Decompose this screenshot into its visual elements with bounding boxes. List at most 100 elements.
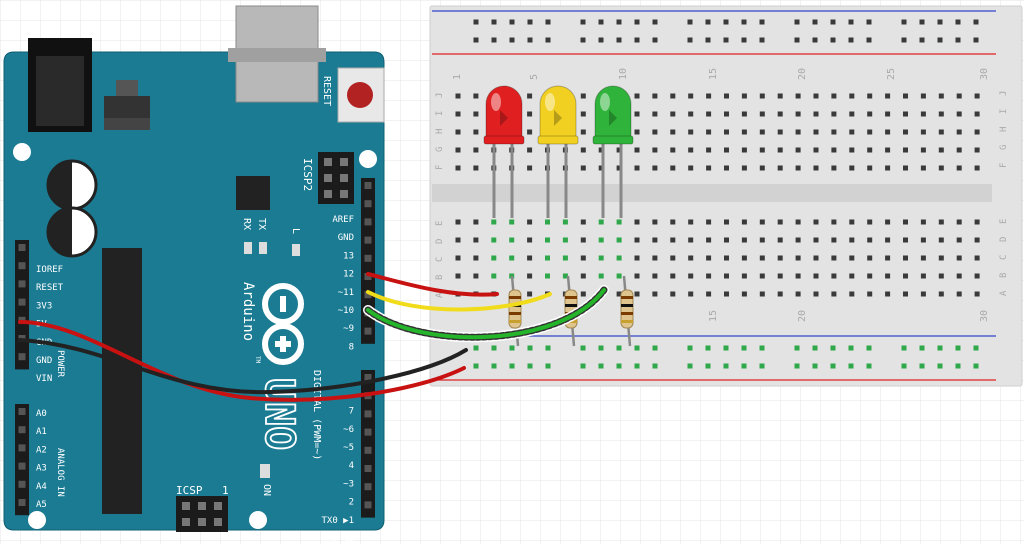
breadboard-hole	[849, 147, 855, 153]
row-letter-i-right: I	[999, 109, 1009, 114]
breadboard-hole	[795, 93, 801, 99]
breadboard-hole	[938, 129, 944, 135]
breadboard-hole	[867, 111, 873, 117]
breadboard-hole	[938, 93, 944, 99]
breadboard-hole	[688, 219, 694, 225]
pin-label: 4	[349, 461, 354, 471]
header-pin	[214, 518, 222, 526]
breadboard-hole	[956, 219, 962, 225]
breadboard-hole	[616, 291, 622, 297]
rail-hole	[901, 345, 907, 351]
rail-hole	[616, 345, 622, 351]
breadboard-hole	[616, 273, 622, 279]
rail-hole	[598, 345, 604, 351]
icsp-pin1-label: 1	[222, 484, 229, 497]
rail-hole	[741, 363, 747, 369]
rail-hole	[473, 345, 479, 351]
row-letter-j-right: J	[999, 91, 1009, 96]
breadboard-hole	[813, 237, 819, 243]
breadboard-hole	[831, 291, 837, 297]
rail-hole	[652, 19, 658, 25]
rail-hole	[901, 363, 907, 369]
rail-hole	[973, 345, 979, 351]
breadboard-hole	[491, 273, 497, 279]
brand-label: Arduino	[240, 282, 256, 341]
breadboard-hole	[634, 129, 640, 135]
breadboard-hole	[724, 111, 729, 117]
pin-label: IOREF	[36, 265, 63, 275]
header-pin	[18, 462, 26, 470]
breadboard-hole	[956, 165, 962, 171]
header-pin	[364, 182, 372, 189]
rail-hole	[491, 19, 497, 25]
resistor-body	[508, 289, 522, 329]
breadboard-hole	[741, 291, 747, 297]
breadboard-hole	[759, 129, 765, 135]
breadboard-hole	[634, 147, 640, 153]
breadboard-hole	[920, 111, 926, 117]
rail-hole	[901, 19, 907, 25]
breadboard-hole	[670, 165, 676, 171]
led-red	[483, 85, 525, 218]
breadboard-hole	[509, 273, 515, 279]
breadboard-hole	[527, 219, 533, 225]
breadboard-hole	[652, 129, 658, 135]
pin-label: 12	[343, 270, 354, 280]
breadboard-hole	[688, 237, 694, 243]
rail-hole	[509, 37, 515, 43]
rail-hole	[580, 363, 586, 369]
rail-hole	[919, 363, 925, 369]
breadboard-hole	[724, 255, 729, 261]
breadboard-hole	[956, 129, 962, 135]
col-label-20: 20	[797, 68, 808, 80]
rail-hole	[634, 345, 640, 351]
breadboard-hole	[652, 255, 658, 261]
rail-hole	[527, 345, 533, 351]
breadboard-hole	[849, 93, 855, 99]
rail-hole	[705, 19, 711, 25]
digital-label: DIGITAL (PWM=~)	[311, 370, 322, 460]
breadboard-hole	[813, 129, 819, 135]
rail-hole	[794, 363, 800, 369]
breadboard-hole	[616, 165, 622, 171]
voltage-regulator-tab	[116, 80, 138, 96]
rail-hole	[973, 19, 979, 25]
reset-button-cap[interactable]	[347, 82, 373, 108]
breadboard-hole	[903, 111, 908, 117]
breadboard-hole	[974, 255, 980, 261]
rail-hole	[759, 19, 765, 25]
breadboard-hole	[813, 219, 819, 225]
breadboard-hole	[455, 111, 461, 117]
breadboard-hole	[795, 165, 801, 171]
breadboard-hole	[688, 255, 694, 261]
led-highlight	[545, 93, 555, 111]
pin-label: ~5	[343, 443, 354, 453]
header-pin	[18, 298, 26, 306]
led-die	[554, 110, 562, 126]
breadboard-hole	[956, 291, 962, 297]
breadboard-hole	[473, 273, 479, 279]
rail-hole	[509, 363, 515, 369]
breadboard-hole	[795, 111, 801, 117]
led-dome	[485, 85, 523, 141]
resistor-band	[509, 296, 521, 299]
rail-hole	[687, 37, 693, 43]
rail-hole	[973, 363, 979, 369]
breadboard-hole	[741, 147, 747, 153]
breadboard-hole	[813, 291, 819, 297]
breadboard-hole	[724, 237, 729, 243]
rail-hole	[848, 363, 854, 369]
breadboard-hole	[562, 273, 568, 279]
breadboard-hole	[527, 165, 533, 171]
breadboard-hole	[688, 165, 694, 171]
breadboard-hole	[741, 93, 747, 99]
breadboard-hole	[849, 237, 855, 243]
breadboard-hole	[885, 219, 891, 225]
breadboard-hole	[831, 147, 837, 153]
icsp2-header	[318, 152, 354, 204]
breadboard-hole	[670, 111, 676, 117]
rail-hole	[545, 363, 551, 369]
pin-label: A3	[36, 464, 47, 474]
breadboard-hole	[813, 93, 819, 99]
header-pin	[198, 518, 206, 526]
